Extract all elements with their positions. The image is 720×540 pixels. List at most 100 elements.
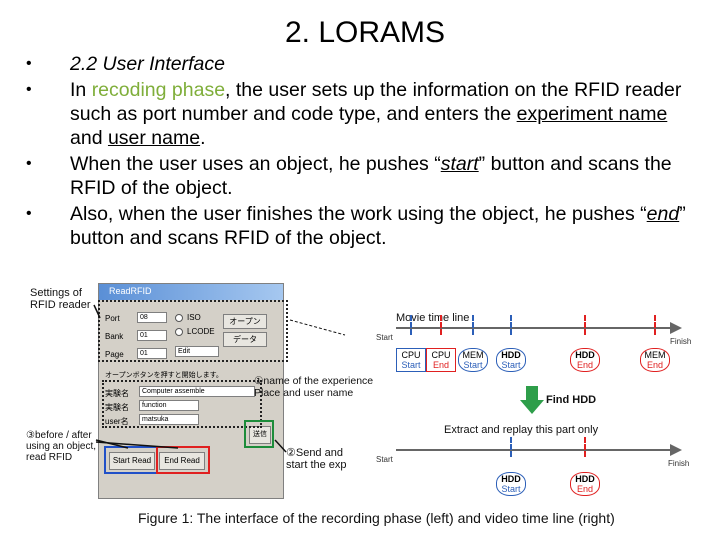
bullet-text: ” button and scans the RFID of the objec… [70,153,672,199]
event-tick [472,315,474,335]
end-read-button[interactable]: End Read [159,452,205,470]
open-button[interactable]: オープン [223,314,267,329]
experiment-field[interactable]: Computer assemble [139,386,255,397]
window-title: ReadRFID [99,284,283,300]
emphasis-text: end [646,203,680,225]
top-timeline [396,327,676,329]
port-label: Port [105,314,120,323]
bullet-text: In [70,79,92,101]
start-read-button[interactable]: Start Read [109,452,155,470]
event-object: CPU [431,350,451,360]
bullet-dot: • [26,81,32,98]
event-tick [584,315,586,335]
experiment-label: 実験名 [105,389,129,398]
event-object: CPU [401,350,421,360]
event-type: End [576,484,593,494]
bullet-text: , the user sets up the information on th… [70,79,682,125]
bottom-timeline [396,449,676,451]
page-field[interactable]: 01 [137,348,167,359]
event-type: Start [501,360,521,370]
name-dotted-box [102,380,262,428]
user-label: user名 [105,417,129,426]
event-type: Start [463,360,483,370]
iso-label: ISO [187,313,201,322]
find-arrow-icon [520,386,544,414]
figure-caption: Figure 1: The interface of the recording… [138,510,615,526]
bullet-text: ” button and scans RFID of the object. [70,203,686,249]
timeline-start-label-2: Start [376,455,393,464]
arrow-line [95,441,179,449]
settings-annotation: Settings of RFID reader [30,287,91,311]
bullet-dot: • [26,155,32,172]
extract-label: Extract and replay this part only [444,424,599,436]
bank-label: Bank [105,332,124,341]
event-object: MEM [462,350,484,360]
event-tick [440,315,442,335]
event-type: Start [401,360,421,370]
before-after-annotation: ③before / after using an object, read RF… [26,430,97,463]
event-type: Start [501,484,521,494]
lcode-radio[interactable] [175,328,183,336]
bullet-list: • 2.2 User Interface • In recoding phase… [24,52,704,252]
arrow-line [95,439,129,449]
timeline-finish-label-2: Finish [668,459,690,468]
movie-time-line-label: Movie time line [396,312,470,324]
event-object: HDD [501,474,521,484]
timeline-arrowhead [670,322,682,334]
send-highlight [244,420,274,448]
bullet-dot: • [26,55,32,72]
edit-field[interactable]: Edit [175,346,219,357]
arrow-line [274,439,287,453]
lcode-label: LCODE [187,327,215,336]
event-type: End [576,360,593,370]
bullet-item: • When the user uses an object, he pushe… [24,152,704,200]
data-button[interactable]: データ [223,332,267,347]
bank-field[interactable]: 01 [137,330,167,341]
timeline-start-label: Start [376,333,393,342]
event-object: HDD [575,350,595,360]
find-hdd-label: Find HDD [546,394,597,406]
readrfid-window: ReadRFID Port 08 Bank 01 Page 01 ISO LCO… [98,283,284,499]
dotted-connector [289,319,346,336]
iso-radio[interactable] [175,314,183,322]
bullet-item: • Also, when the user finishes the work … [24,202,704,250]
bullet-text: . [200,127,206,149]
user-field[interactable]: matsuka [139,414,199,425]
emphasis-text: start [440,153,479,175]
underlined-text: user name [107,127,201,149]
event-tick [410,315,412,335]
slide-title: 2. LORAMS [284,16,446,49]
arrow-line [93,304,101,319]
bullet-item: • 2.2 User Interface [24,52,704,76]
highlight-text: recoding phase [91,79,226,101]
event-tick [510,437,512,457]
event-object: MEM [644,350,666,360]
bullet-text: 2.2 User Interface [70,53,225,75]
timeline-finish-label: Finish [670,337,692,346]
bullet-dot: • [26,205,32,222]
bullet-text: and [70,127,108,149]
event-object: HDD [501,350,521,360]
event-tick [510,315,512,335]
settings-dotted-box [98,300,288,362]
underlined-text: experiment name [516,103,668,125]
function-label: 実験名 [105,403,129,412]
port-field[interactable]: 08 [137,312,167,323]
function-field[interactable]: function [139,400,199,411]
